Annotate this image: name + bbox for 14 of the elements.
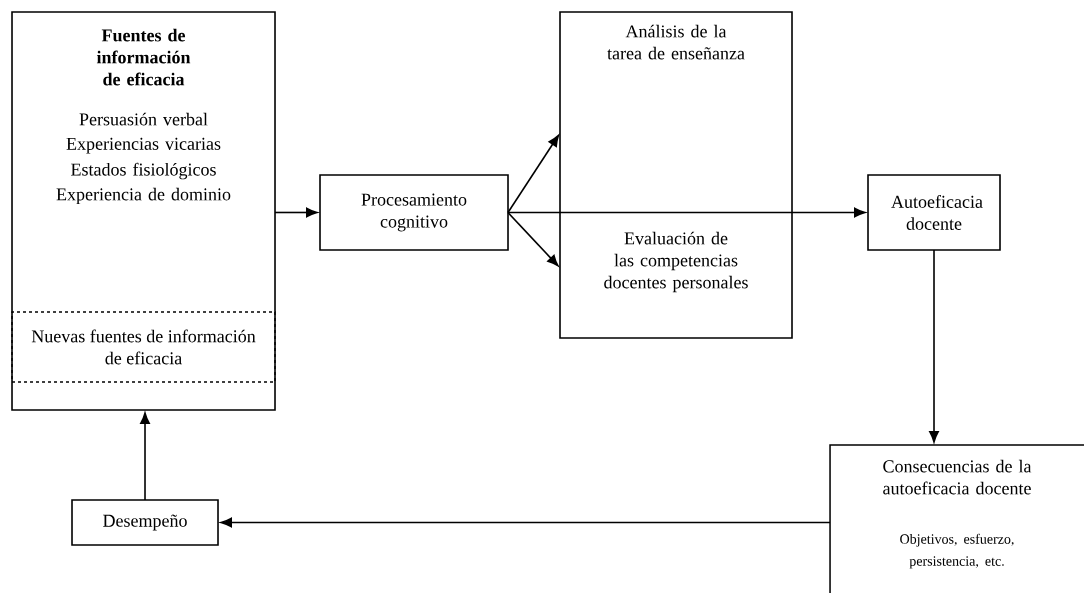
arrow bbox=[274, 207, 318, 218]
arrow bbox=[140, 412, 150, 501]
process-box: Procesamiento cognitivo bbox=[319, 174, 509, 251]
process-box: Autoeficacia docente bbox=[867, 174, 1001, 251]
process-box: Análisis de la tarea de enseñanza bbox=[559, 11, 793, 214]
arrow bbox=[507, 211, 559, 267]
arrow bbox=[220, 517, 831, 528]
process-box: Evaluación de las competencias docentes personales bbox=[559, 212, 793, 339]
consequence-box: Consecuencias de la autoeficacia docente Objetivos, esfuerzo, persistencia, etc. bbox=[829, 444, 1084, 593]
dashed-box: Nuevas fuentes de información de eficacia bbox=[11, 311, 276, 383]
arrow bbox=[929, 249, 939, 443]
arrow bbox=[507, 207, 866, 218]
process-box: Desempeño bbox=[71, 499, 219, 546]
arrow bbox=[507, 134, 560, 214]
